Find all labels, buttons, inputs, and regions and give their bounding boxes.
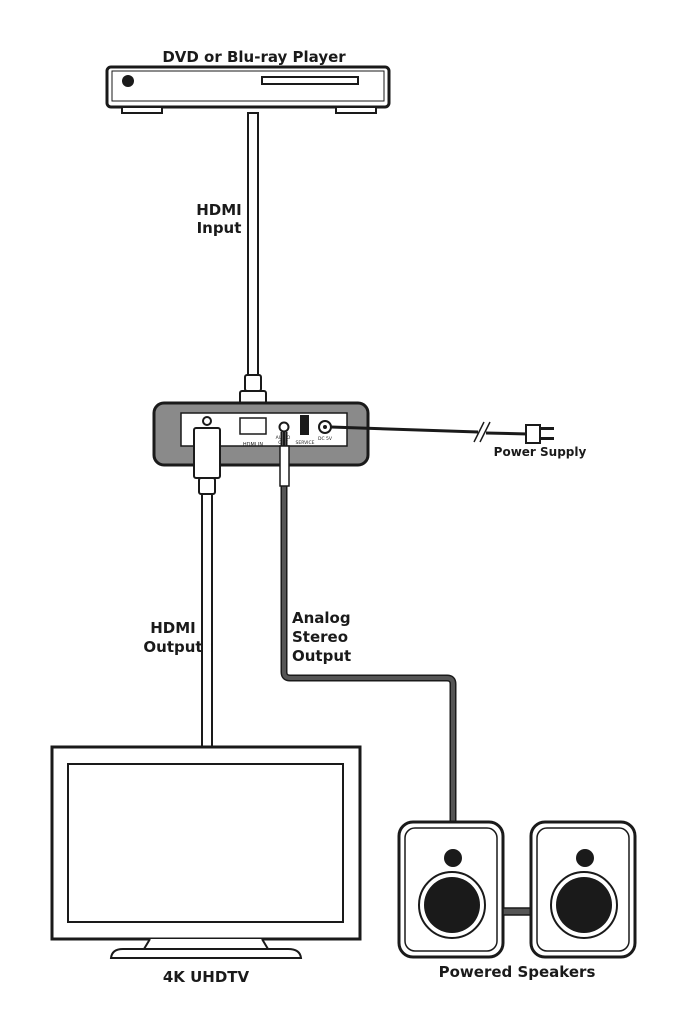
powered-speakers xyxy=(397,820,637,959)
power-plug-prong-bottom xyxy=(540,437,554,440)
dvd-foot-left xyxy=(121,106,163,114)
converter-box: HDMI IN AUDIO OUT SERVICE DC 5V xyxy=(152,401,370,467)
speaker-right-tweeter xyxy=(576,849,594,867)
converter-screw-icon xyxy=(202,416,212,426)
analog-label-line2: Stereo xyxy=(292,628,348,646)
speaker-left xyxy=(397,820,505,959)
hdmi-output-plug-ring xyxy=(198,477,216,495)
power-plug-body xyxy=(525,424,541,444)
audio-plug xyxy=(279,445,290,487)
tv xyxy=(50,745,362,959)
dvd-disc-tray xyxy=(261,76,359,85)
analog-label-line1: Analog xyxy=(292,609,351,627)
power-supply-cable xyxy=(330,421,554,444)
analog-audio-cable xyxy=(279,432,457,826)
hdmi-output-cable xyxy=(193,427,221,749)
tv-stand-base xyxy=(109,948,303,959)
port-label-hdmi-in: HDMI IN xyxy=(243,442,263,448)
hdmi-output-plug xyxy=(193,427,221,479)
port-label-dc: DC 5V xyxy=(318,436,333,442)
speaker-right-woofer-cone xyxy=(556,877,612,933)
speaker-right xyxy=(529,820,637,959)
dvd-player xyxy=(105,65,391,114)
hdmi-input-label-line1: HDMI xyxy=(196,201,242,219)
tv-stand-neck xyxy=(142,938,270,950)
service-usb-port xyxy=(300,415,309,435)
hdmi-output-label-line2: Output xyxy=(143,638,202,656)
dvd-foot-right xyxy=(335,106,377,114)
port-label-service: SERVICE xyxy=(296,440,315,446)
hdmi-input-cable xyxy=(239,112,267,439)
dvd-power-button xyxy=(122,75,134,87)
cable-break-mark-2 xyxy=(479,421,491,443)
power-supply-label: Power Supply xyxy=(494,445,587,459)
hdmi-output-label-line1: HDMI xyxy=(150,619,196,637)
analog-label-line3: Output xyxy=(292,647,351,665)
audio-out-port xyxy=(278,421,290,433)
speakers-label: Powered Speakers xyxy=(439,963,596,981)
dvd-player-label: DVD or Blu-ray Player xyxy=(162,48,346,66)
tv-screen xyxy=(67,763,344,923)
power-plug-prong-top xyxy=(540,427,554,430)
speaker-left-woofer-cone xyxy=(424,877,480,933)
hdmi-in-port xyxy=(239,417,267,435)
speaker-link-cable xyxy=(502,907,532,916)
speaker-left-tweeter xyxy=(444,849,462,867)
hdmi-input-plug-ring xyxy=(244,374,262,392)
tv-label: 4K UHDTV xyxy=(163,968,250,986)
hdmi-input-label-line2: Input xyxy=(197,219,242,237)
cable-break-mark-1 xyxy=(473,421,485,443)
dc-power-port-pin xyxy=(323,425,327,429)
